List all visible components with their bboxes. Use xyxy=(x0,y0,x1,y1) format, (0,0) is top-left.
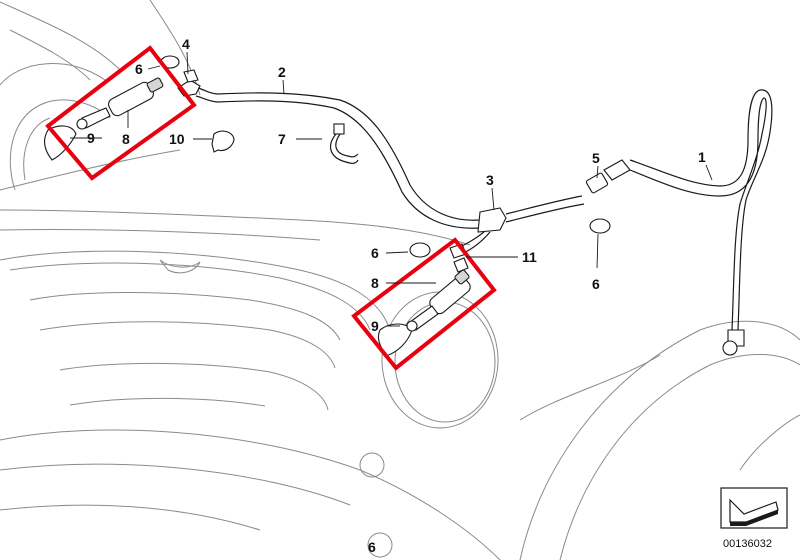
diagram-id: 00136032 xyxy=(723,538,772,550)
callout-6-upper: 6 xyxy=(135,61,143,77)
callout-3: 3 xyxy=(486,172,494,188)
callout-4: 4 xyxy=(182,36,190,52)
right-washer-jet-assembly[interactable] xyxy=(377,243,472,357)
callout-6-lower: 6 xyxy=(368,539,376,555)
callout-1: 1 xyxy=(698,149,706,165)
callout-8-upper: 8 xyxy=(122,131,130,147)
hose-clamp-left[interactable] xyxy=(409,242,431,258)
t-connector-3[interactable] xyxy=(457,195,585,255)
highlight-box-lower xyxy=(351,237,497,371)
callout-5: 5 xyxy=(592,150,600,166)
callout-10: 10 xyxy=(169,131,185,147)
callout-6-left: 6 xyxy=(371,245,379,261)
corner-arrow-icon xyxy=(720,487,788,529)
cable-strap-7[interactable] xyxy=(329,123,359,164)
callout-11: 11 xyxy=(522,249,537,265)
callout-labels: 1 2 3 4 5 6 6 6 6 7 8 8 9 9 10 11 xyxy=(87,36,706,555)
callout-6-right: 6 xyxy=(592,276,600,292)
callout-2: 2 xyxy=(278,64,286,80)
washer-hose-1[interactable] xyxy=(585,89,773,356)
hose-clamp-middle[interactable] xyxy=(589,218,611,234)
retaining-clip-10[interactable] xyxy=(211,130,235,153)
washer-hose-2[interactable] xyxy=(195,87,505,229)
callout-9-lower: 9 xyxy=(371,318,379,334)
callout-7: 7 xyxy=(278,131,286,147)
callout-9-upper: 9 xyxy=(87,130,95,146)
washer-cap-right xyxy=(377,323,413,357)
callout-8-lower: 8 xyxy=(371,275,379,291)
leader-lines xyxy=(70,51,713,327)
highlight-box-upper xyxy=(45,45,197,181)
